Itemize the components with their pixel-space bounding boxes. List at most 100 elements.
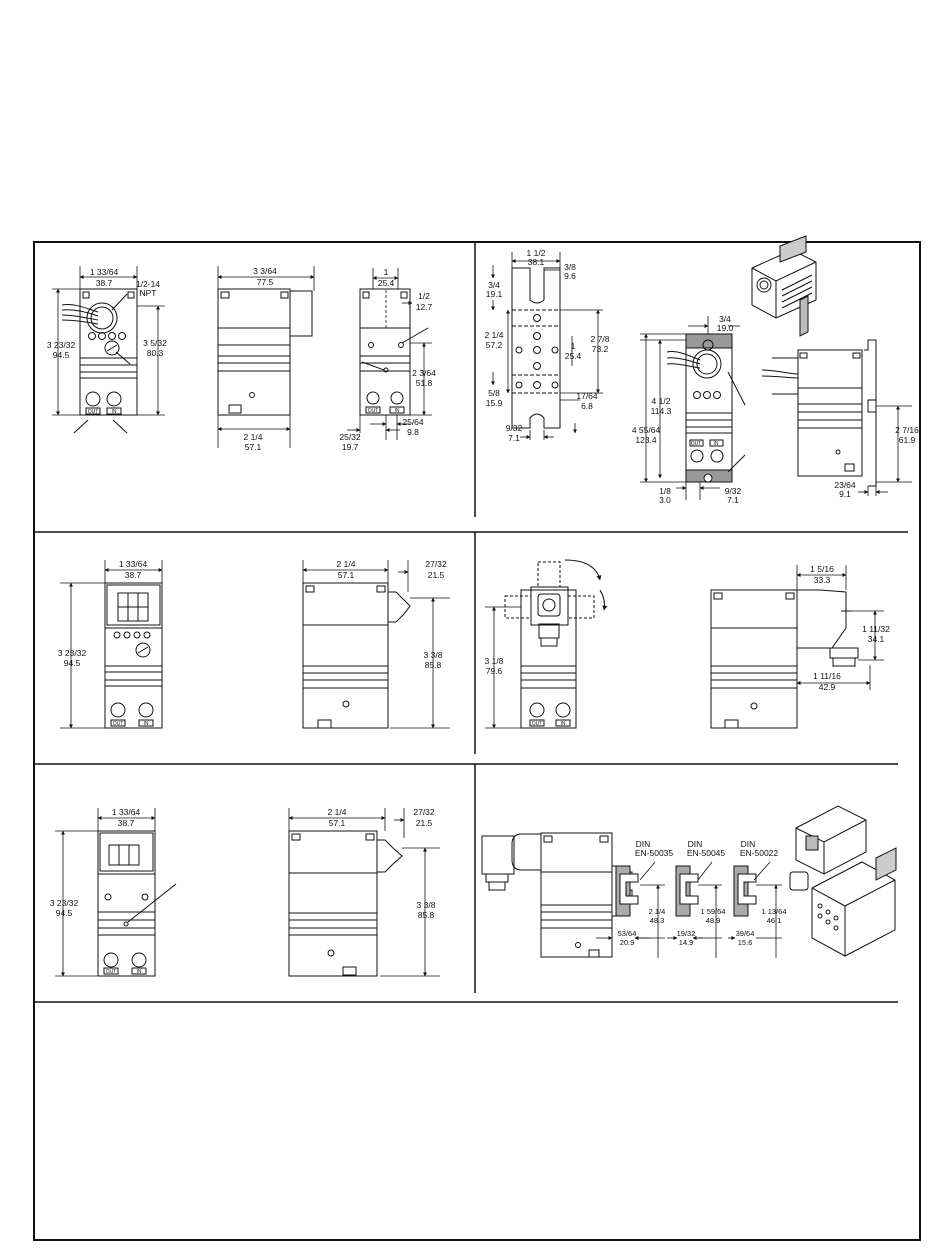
bracket-g-mm: 7.1: [508, 433, 520, 443]
mounted-g-mm: 9.1: [839, 489, 851, 499]
mounted-front: [666, 333, 746, 483]
p5-ch-mm: 85.8: [418, 910, 435, 920]
rail2-std: EN-50045: [687, 848, 726, 858]
mounted-front-dims: [640, 316, 740, 500]
mounted-g-in: 23/64: [834, 480, 856, 490]
p3-h-mm: 94.5: [64, 658, 81, 668]
bracket-b-in: 2 1/4: [485, 330, 504, 340]
rail1-d-in: 53/64: [618, 929, 637, 938]
p3-sw-in: 2 1/4: [337, 559, 356, 569]
in-label: IN: [112, 409, 117, 415]
p4-b-in: 1 11/32: [862, 624, 890, 634]
side-view: [217, 288, 313, 416]
rail1-h-in: 2 1/4: [649, 907, 666, 916]
mounted-a-mm: 19.0: [717, 323, 734, 333]
bracket-w-mm: 38.1: [528, 257, 545, 267]
p4-a-mm: 33.3: [814, 575, 831, 585]
p5-sw-mm: 57.1: [329, 818, 346, 828]
dim-height2-in: 3 5/32: [143, 338, 167, 348]
out-label: OUT: [106, 969, 117, 975]
dim-side-top-in: 3 3/64: [253, 266, 277, 276]
terminal-front: [104, 582, 163, 729]
dim-back-c-mm: 19.7: [342, 442, 359, 452]
terminal-side: [302, 582, 411, 729]
dim-back-w-in: 1: [384, 267, 389, 277]
terminal-side-2: [288, 830, 403, 977]
mounted-e-mm: 7.1: [727, 495, 739, 505]
mounted-f-in: 2 7/16: [895, 425, 919, 435]
bracket-f-in: 17/64: [576, 391, 598, 401]
mounted-c-mm: 123.4: [635, 435, 657, 445]
p4-h-mm: 79.6: [486, 666, 503, 676]
rail3-d-mm: 15.6: [738, 938, 753, 947]
p3-c-mm: 21.5: [428, 570, 445, 580]
rail3-h-mm: 46.1: [767, 916, 782, 925]
mounted-d-mm: 3.0: [659, 495, 671, 505]
out-label: OUT: [88, 409, 99, 415]
dim-back-c-in: 25/32: [339, 432, 361, 442]
mounted-e-in: 9/32: [725, 486, 742, 496]
rail3-d-in: 39/64: [736, 929, 755, 938]
bracket-slot-mm: 9.6: [564, 271, 576, 281]
rail2-h-in: 1 59/64: [700, 907, 725, 916]
p3-ch-mm: 85.8: [425, 660, 442, 670]
mounted-c-in: 4 55/64: [632, 425, 661, 435]
dim-side-top-mm: 77.5: [257, 277, 274, 287]
mounted-b-mm: 114.3: [651, 406, 672, 416]
bracket-d-mm: 25.4: [565, 351, 582, 361]
panel-2: 1 1/2 38.1 3/8 9.6 3/4 19.1 2 1/4 57.2 2…: [485, 235, 919, 505]
p3-ch-in: 3 3/8: [424, 650, 443, 660]
mounted-a-in: 3/4: [719, 314, 731, 324]
dim-back-a-mm: 12.7: [416, 302, 433, 312]
dim-height-mm: 94.5: [53, 350, 70, 360]
terminal-front-2-dims: [55, 808, 156, 977]
din-side-dims: [796, 565, 884, 690]
bracket-d-in: 1: [571, 341, 576, 351]
panel-3: 1 33/64 38.7 3 23/32 94.5 2 1/4 57.1 27/…: [58, 559, 450, 729]
rail2-d-in: 19/32: [677, 929, 696, 938]
bracket-slot-in: 3/8: [564, 262, 576, 272]
out-label: OUT: [691, 441, 702, 447]
bracket-w-in: 1 1/2: [527, 248, 546, 258]
p3-c-in: 27/32: [425, 559, 447, 569]
p5-c-mm: 21.5: [416, 818, 433, 828]
dim-side-bot-in: 2 1/4: [244, 432, 263, 442]
rail3-std: EN-50022: [740, 848, 779, 858]
mounted-side: [761, 339, 877, 487]
dim-back-h-in: 2 3/64: [412, 368, 436, 378]
back-dims: [347, 268, 432, 440]
side-dims: [217, 266, 315, 448]
p5-c-in: 27/32: [413, 807, 435, 817]
panel-1: 1 33/64 38.7 1/2-14 NPT 3 23/32 94.5 3 5…: [47, 266, 436, 452]
bracket-g-in: 9/32: [506, 423, 523, 433]
p5-w-mm: 38.7: [118, 818, 135, 828]
isometric-din-unit: [789, 805, 897, 957]
drawing-frame: [33, 241, 921, 1241]
dim-back-b-in: 25/64: [402, 417, 424, 427]
dim-height2-mm: 80.3: [147, 348, 164, 358]
dim-back-h-mm: 51.8: [416, 378, 433, 388]
din-rail-profiles: [615, 865, 757, 917]
dim-width-in: 1 33/64: [90, 267, 119, 277]
dim-back-b-mm: 9.8: [407, 427, 419, 437]
port-label: 1/2-14: [136, 279, 160, 289]
in-label: IN: [144, 721, 149, 727]
bracket-dims: [491, 252, 603, 440]
terminal-front-dims: [60, 560, 163, 729]
in-label: IN: [137, 969, 142, 975]
in-label: IN: [714, 441, 719, 447]
mounted-d-in: 1/8: [659, 486, 671, 496]
p3-sw-mm: 57.1: [338, 570, 355, 580]
rail1-name: DIN: [636, 839, 651, 849]
p5-w-in: 1 33/64: [112, 807, 141, 817]
p4-b-mm: 34.1: [868, 634, 885, 644]
p5-h-in: 3 23/32: [50, 898, 79, 908]
rail3-h-in: 1 13/64: [761, 907, 786, 916]
bracket-c-in: 2 7/8: [591, 334, 610, 344]
rail2-name: DIN: [688, 839, 703, 849]
mounted-f-mm: 61.9: [899, 435, 916, 445]
back-view: [359, 288, 429, 416]
port-label-npt: NPT: [140, 288, 157, 298]
rail1-h-mm: 48.3: [650, 916, 665, 925]
